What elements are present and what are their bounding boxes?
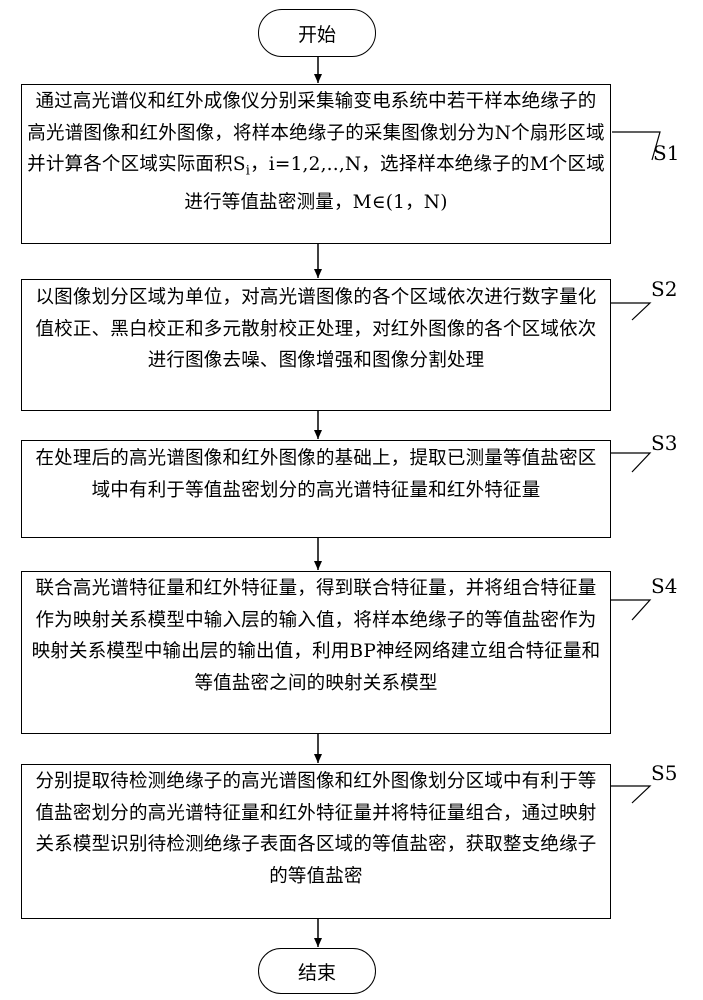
start-label: 开始	[297, 23, 336, 46]
step-s1-box: 通过高光谱仪和红外成像仪分别采集输变电系统中若干样本绝缘子的高光谱图像和红外图像…	[21, 84, 611, 244]
step-s5-label: S5	[651, 761, 678, 785]
step-s2-text: 以图像划分区域为单位，对高光谱图像的各个区域依次进行数字量化值校正、黑白校正和多…	[35, 287, 597, 371]
step-s3-box: 在处理后的高光谱图像和红外图像的基础上，提取已测量等值盐密区域中有利于等值盐密划…	[21, 440, 611, 538]
step-s3-label: S3	[651, 431, 678, 455]
leader-s5	[610, 785, 652, 804]
leader-s2	[610, 302, 652, 321]
leader-s3	[610, 452, 652, 473]
step-s4-label: S4	[651, 574, 678, 598]
start-terminal: 开始	[258, 9, 376, 57]
leader-s1	[612, 131, 661, 161]
step-s5-text: 分别提取待检测绝缘子的高光谱图像和红外图像划分区域中有利于等值盐密划分的高光谱特…	[35, 771, 597, 887]
end-label: 结束	[297, 961, 336, 984]
step-s4-text: 联合高光谱特征量和红外特征量，得到联合特征量，并将组合特征量作为映射关系模型中输…	[31, 578, 601, 694]
step-s2-label: S2	[651, 277, 678, 301]
step-s4-box: 联合高光谱特征量和红外特征量，得到联合特征量，并将组合特征量作为映射关系模型中输…	[21, 571, 611, 734]
step-s3-text: 在处理后的高光谱图像和红外图像的基础上，提取已测量等值盐密区域中有利于等值盐密划…	[35, 448, 597, 501]
step-s1-text: 通过高光谱仪和红外成像仪分别采集输变电系统中若干样本绝缘子的高光谱图像和红外图像…	[27, 91, 605, 175]
step-s1-text-tail: ，i=1,2,..,N，选择样本绝缘子的M个区域进行等值盐密测量，M∈(1，N)	[184, 154, 605, 214]
end-terminal: 结束	[258, 948, 376, 994]
step-s5-box: 分别提取待检测绝缘子的高光谱图像和红外图像划分区域中有利于等值盐密划分的高光谱特…	[21, 764, 611, 919]
step-s2-box: 以图像划分区域为单位，对高光谱图像的各个区域依次进行数字量化值校正、黑白校正和多…	[21, 279, 611, 411]
step-s1-subscript: i	[245, 163, 251, 179]
step-s1-label: S1	[653, 141, 680, 165]
leader-s4	[610, 599, 652, 621]
